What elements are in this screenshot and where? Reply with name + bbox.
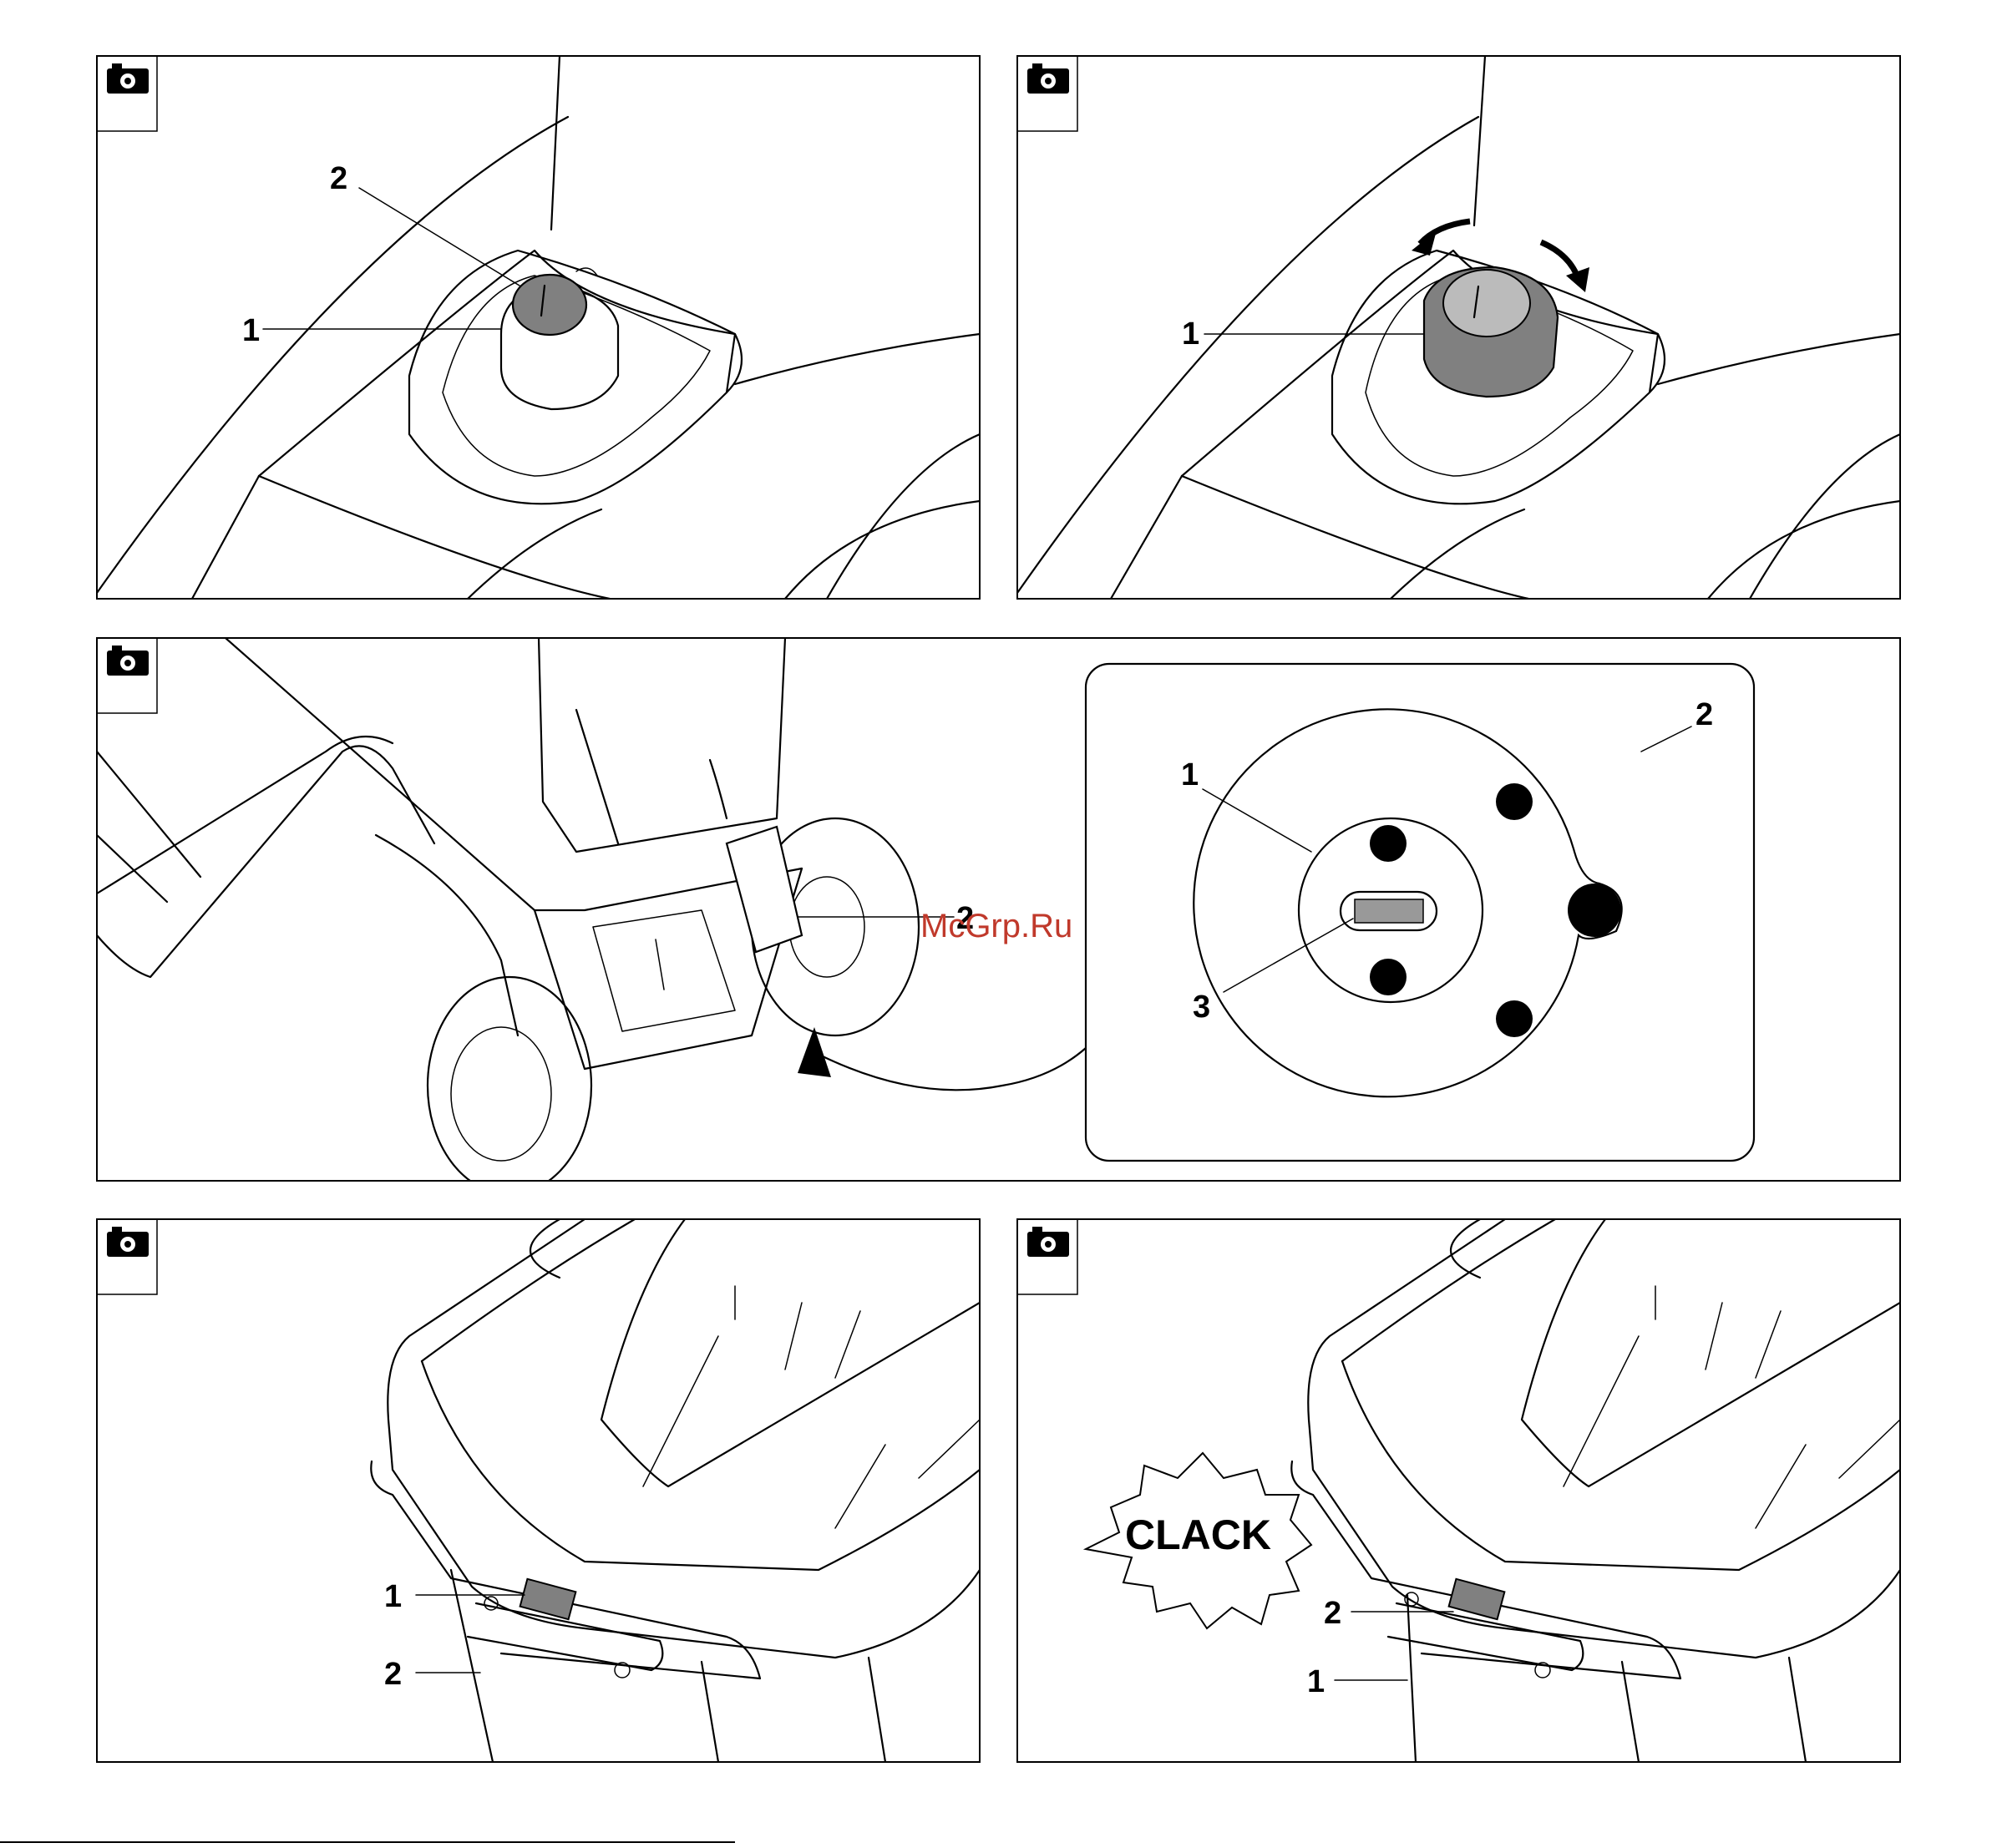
callout-label: 3: [1193, 990, 1210, 1025]
clack-text: CLACK: [1125, 1511, 1271, 1558]
figure-1-panel: 2 1: [97, 56, 980, 599]
figure-2-panel: 1: [1017, 56, 1900, 599]
watermark: McGrp.Ru: [920, 908, 1072, 944]
callout-label: 1: [384, 1579, 402, 1614]
figure-4-panel: 1 2: [97, 1219, 980, 1762]
callout-label: 1: [1181, 757, 1199, 792]
callout-label: 2: [330, 161, 347, 196]
callout-label: 1: [1182, 316, 1199, 352]
callout-label: 2: [1324, 1596, 1341, 1631]
callout-label: 2: [1695, 697, 1713, 732]
detail-inset: [1086, 664, 1754, 1161]
callout-label: 1: [242, 313, 260, 348]
callout-label: 2: [384, 1657, 402, 1692]
figure-3-panel: 2 1 2 3 McGrp.Ru: [97, 638, 1900, 1194]
callout-label: 1: [1307, 1664, 1325, 1699]
figure-5-panel: CLACK 2 1: [1017, 1219, 1900, 1762]
